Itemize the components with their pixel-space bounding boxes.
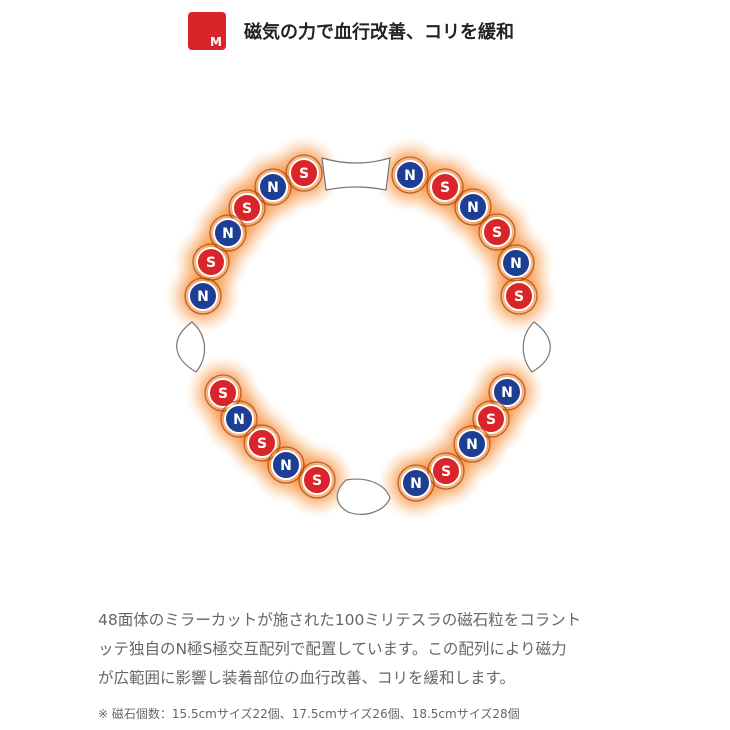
north-pole-bead <box>492 377 522 407</box>
north-pole-bead <box>258 172 288 202</box>
pole-label: S <box>299 166 309 182</box>
bead-ring <box>243 424 281 462</box>
north-pole-bead <box>271 450 301 480</box>
north-pole-bead <box>213 218 243 248</box>
north-pole-bead <box>458 192 488 222</box>
south-pole-bead <box>232 193 262 223</box>
magnet-m-icon: M <box>188 12 226 50</box>
bead-ring <box>472 400 510 438</box>
magnet-count-note: ※ 磁石個数：15.5cmサイズ22個、17.5cmサイズ26個、18.5cmサ… <box>98 707 520 721</box>
pole-label: N <box>404 168 416 184</box>
pole-label: N <box>466 437 478 453</box>
pole-label: N <box>467 200 479 216</box>
south-pole-bead <box>247 428 277 458</box>
pole-label: S <box>257 436 267 452</box>
bottom-clasp <box>336 478 391 515</box>
bead-ring <box>426 168 464 206</box>
bead-ring <box>285 154 323 192</box>
top-clasp <box>321 157 391 191</box>
south-pole-bead <box>302 465 332 495</box>
north-pole-bead <box>401 468 431 498</box>
header: M 磁気の力で血行改善、コリを緩和 <box>0 8 730 50</box>
section-title: 磁気の力で血行改善、コリを緩和 <box>244 22 514 43</box>
description: 48面体のミラーカットが施された100ミリテスラの磁石粒をコラント ッテ独自のN… <box>98 606 658 693</box>
left-clasp <box>176 321 206 373</box>
pole-label: S <box>242 201 252 217</box>
bracelet-clasps <box>176 157 551 515</box>
badge-letter: M <box>210 35 222 49</box>
bead-ring <box>500 277 538 315</box>
bead-ring <box>497 244 535 282</box>
pole-label: N <box>233 412 245 428</box>
bead-ring <box>228 189 266 227</box>
magnetic-field-glow <box>165 135 557 521</box>
pole-label: N <box>510 256 522 272</box>
bead-ring <box>254 168 292 206</box>
north-pole-bead <box>395 160 425 190</box>
south-pole-bead <box>482 217 512 247</box>
description-line: が広範囲に影響し装着部位の血行改善、コリを緩和します。 <box>98 669 515 687</box>
bead-ring <box>397 464 435 502</box>
pole-label: N <box>267 180 279 196</box>
right-clasp <box>522 321 551 373</box>
bead-ring <box>184 277 222 315</box>
south-pole-bead <box>504 281 534 311</box>
pole-label: N <box>410 476 422 492</box>
description-line: 48面体のミラーカットが施された100ミリテスラの磁石粒をコラント <box>98 611 582 629</box>
pole-label: S <box>218 386 228 402</box>
bead-ring <box>209 214 247 252</box>
pole-label: S <box>206 255 216 271</box>
bead-ring <box>453 425 491 463</box>
bead-ring <box>427 452 465 490</box>
north-pole-bead <box>188 281 218 311</box>
north-pole-bead <box>501 248 531 278</box>
pole-label: S <box>486 412 496 428</box>
south-pole-bead <box>476 404 506 434</box>
bead-ring <box>454 188 492 226</box>
south-pole-bead <box>289 158 319 188</box>
north-pole-bead <box>224 404 254 434</box>
north-pole-bead <box>457 429 487 459</box>
pole-label: N <box>501 385 513 401</box>
description-line: ッテ独自のN極S極交互配列で配置しています。この配列により磁力 <box>98 640 567 658</box>
bead-ring <box>267 446 305 484</box>
pole-label: S <box>492 225 502 241</box>
pole-label: N <box>280 458 292 474</box>
south-pole-bead <box>431 456 461 486</box>
bead-ring <box>391 156 429 194</box>
south-pole-bead <box>208 378 238 408</box>
bead-ring <box>298 461 336 499</box>
pole-label: S <box>441 464 451 480</box>
pole-label: S <box>440 180 450 196</box>
bead-ring <box>220 400 258 438</box>
pole-label: S <box>312 473 322 489</box>
bead-ring <box>478 213 516 251</box>
pole-label: N <box>222 226 234 242</box>
pole-label: S <box>514 289 524 305</box>
pole-label: N <box>197 289 209 305</box>
south-pole-bead <box>430 172 460 202</box>
south-pole-bead <box>196 247 226 277</box>
